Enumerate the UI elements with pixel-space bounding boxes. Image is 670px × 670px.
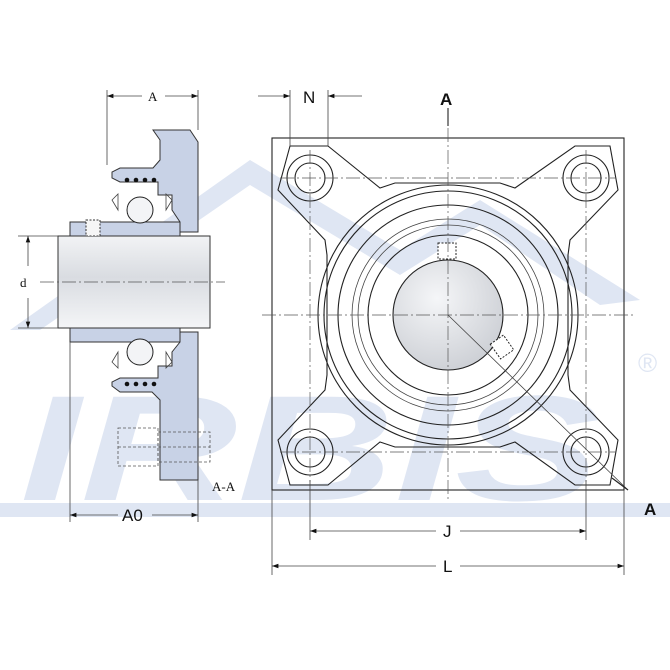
- section-caption: A-A: [212, 479, 236, 494]
- dim-a-label: A: [148, 89, 158, 104]
- set-screw-side: [85, 219, 101, 237]
- front-view: [262, 108, 634, 500]
- housing-lower-section: [111, 331, 199, 481]
- mounting-bolt-side: [117, 427, 211, 467]
- ball-upper: [126, 196, 154, 224]
- dim-n-label: N: [303, 88, 315, 107]
- dim-d-label: d: [20, 275, 27, 290]
- set-screw-angled: [489, 334, 515, 360]
- grease-dots-lower: [124, 381, 157, 387]
- inner-ring-lower: [69, 327, 181, 343]
- seal-upper: [111, 193, 173, 212]
- section-a-bottom-label: A: [644, 500, 656, 519]
- section-line: [447, 314, 629, 491]
- grease-dots-upper: [124, 177, 157, 183]
- front-dimensions: A A N J L: [258, 88, 656, 576]
- dim-j-label: J: [443, 522, 452, 541]
- watermark: IRBIS ®: [0, 160, 670, 532]
- section-a-top-label: A: [440, 90, 452, 109]
- set-screw-top: [437, 242, 457, 260]
- watermark-roof-shape: [10, 160, 640, 330]
- watermark-underline: [0, 503, 670, 517]
- dim-a0-label: A0: [122, 506, 143, 525]
- watermark-registered-mark: ®: [638, 348, 657, 378]
- side-section-view: [40, 129, 225, 481]
- dim-l-label: L: [443, 557, 452, 576]
- housing-body-outline: [277, 145, 619, 486]
- seal-lower: [111, 350, 173, 369]
- side-dimensions: A A0 d A-A: [18, 89, 236, 525]
- ball-lower: [126, 338, 154, 366]
